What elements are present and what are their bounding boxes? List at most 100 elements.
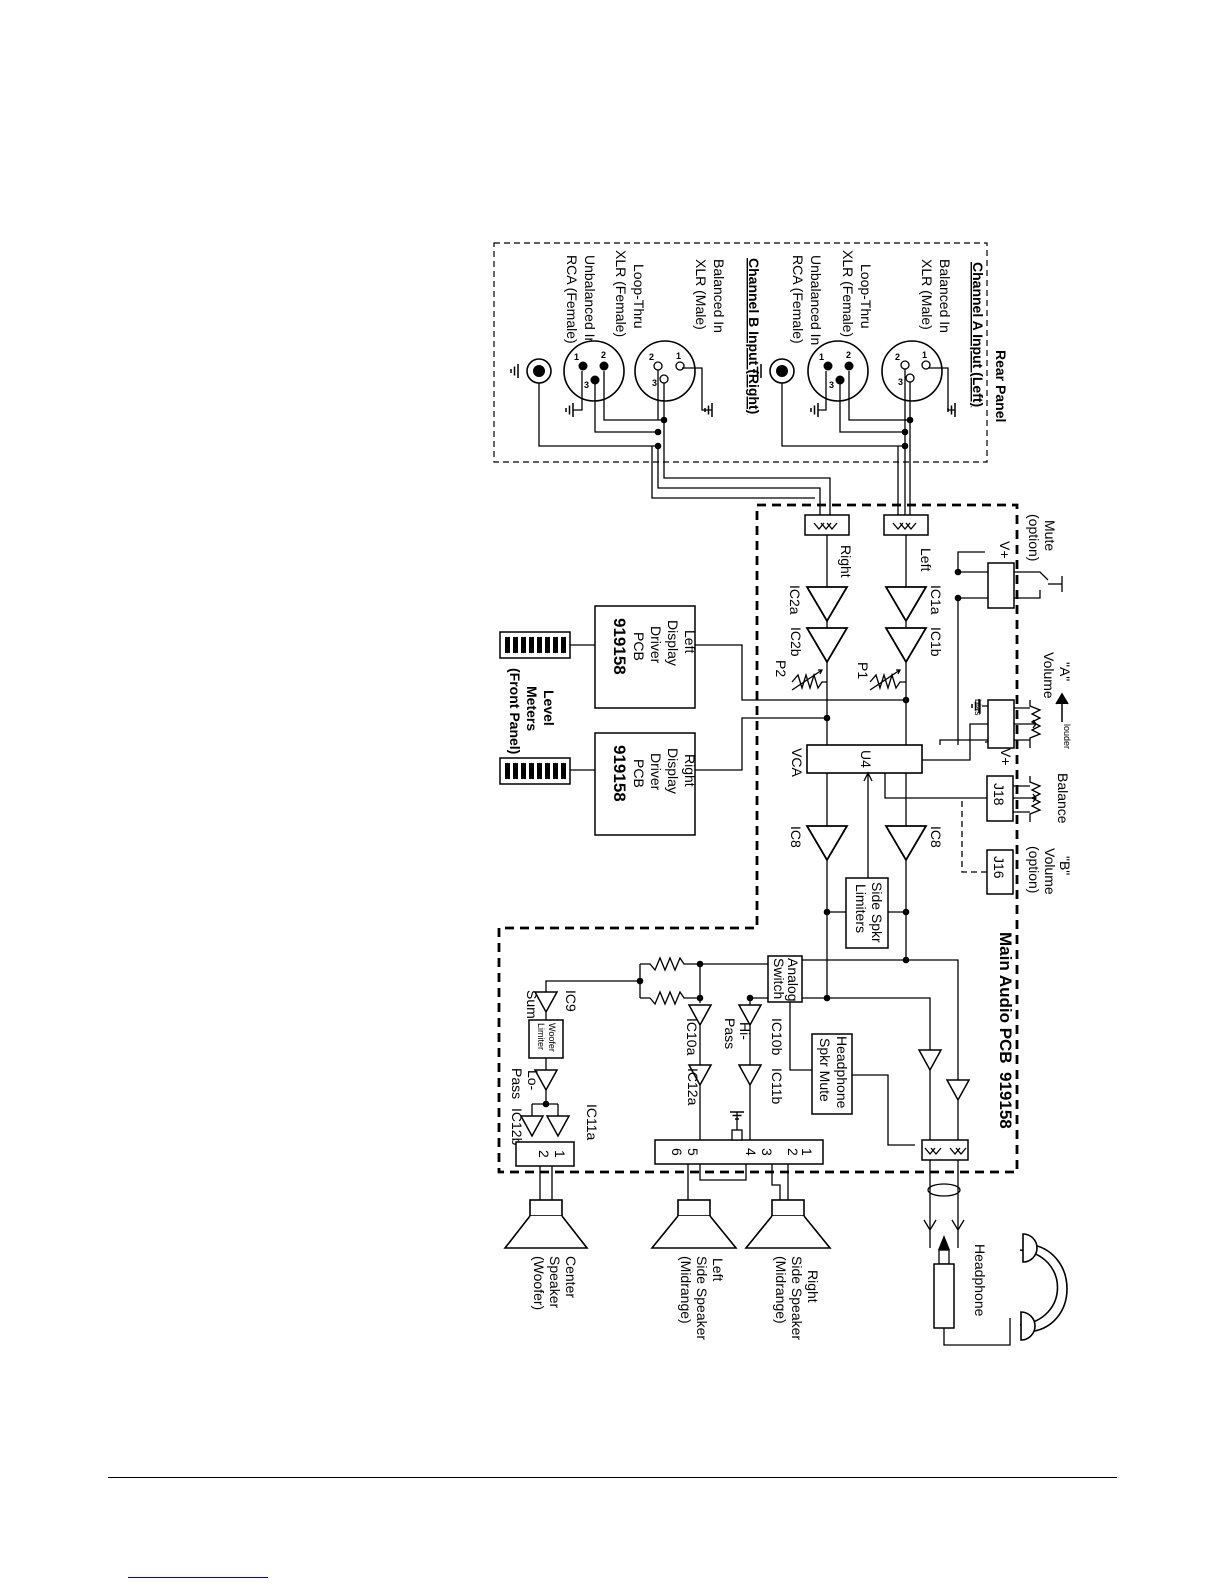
headphone-plug-icon (933, 1235, 1011, 1346)
ic8-label-right: IC8 (788, 826, 804, 848)
left-display-driver-box (594, 605, 696, 709)
mute-wiring (957, 551, 988, 745)
pin-3: 3 (759, 1148, 775, 1156)
junction-dot (954, 594, 962, 602)
left-side-speaker-label-3: (Midrange) (678, 1256, 694, 1324)
junction-dot (746, 994, 754, 1002)
woofer-speaker-icon (503, 1199, 589, 1249)
svg-text:2: 2 (649, 352, 654, 362)
svg-text:2: 2 (601, 350, 606, 360)
ic11b-amplifier (738, 1064, 762, 1086)
headphone-mute-label-2: Spkr Mute (817, 1038, 833, 1102)
volume-a-connector (987, 699, 1015, 749)
connector-pins (813, 522, 917, 587)
rear-panel-title: Rear Panel (993, 350, 1009, 422)
svg-text:3: 3 (829, 380, 834, 390)
junction-dot (902, 908, 910, 916)
headphone-label: Headphone (972, 1244, 988, 1317)
lo-pass-label-1: Lo- (525, 1070, 541, 1091)
ic8-right-amplifier (806, 825, 848, 861)
svg-text:2: 2 (895, 352, 900, 362)
summing-resistors-icon (545, 956, 700, 1006)
ic2b-amplifier (806, 627, 848, 663)
right-side-speaker-icon (744, 1199, 832, 1249)
main-pcb-title: Main Audio PCB (996, 932, 1015, 1064)
right-input-label: Right (838, 545, 854, 578)
volume-a-label-1: "A" (1057, 662, 1073, 681)
xlr-male-a-icon: 1 2 3 (881, 340, 943, 402)
a-loopthru-label-1: Loop-Thru (858, 264, 874, 329)
xlr-male-b-icon: 1 2 3 (634, 340, 696, 402)
left-driver-label-5: 919158 (610, 618, 629, 675)
louder-label: louder (1062, 724, 1072, 749)
louder-arrow-icon (1055, 692, 1069, 722)
left-input-label: Left (918, 548, 934, 571)
left-side-speaker-icon (650, 1199, 738, 1249)
rca-b-icon (526, 358, 552, 384)
left-driver-label-1: Left (682, 630, 698, 653)
input-connector-left (883, 514, 929, 536)
headphone-connector-pins (924, 1147, 967, 1156)
junction-dot (823, 908, 831, 916)
svg-text:1: 1 (574, 352, 579, 362)
j18-label: J18 (991, 783, 1007, 806)
junction-dot (654, 428, 662, 436)
woofer-limiter-label-2: Limiter (536, 1023, 546, 1050)
hi-pass-label-2: Pass (722, 1018, 738, 1049)
svg-text:3: 3 (652, 378, 657, 388)
svg-text:3: 3 (898, 377, 903, 387)
woofer-pin-2: 2 (536, 1150, 552, 1158)
sum-label: Sum (524, 990, 540, 1019)
right-driver-label-5: 919158 (610, 745, 629, 802)
left-driver-label-3: Driver (648, 626, 664, 664)
ic2a-label: IC2a (787, 585, 803, 615)
level-meters-label-1: Level (541, 690, 557, 726)
volume-b-label-2: Volume (1042, 848, 1058, 895)
right-driver-label-1: Right (682, 754, 698, 787)
a-unbalanced-label-2: RCA (Female) (790, 255, 806, 344)
ic2a-amplifier (806, 586, 848, 622)
channel-a-wiring (781, 367, 955, 515)
left-side-speaker-label-1: Left (710, 1258, 726, 1281)
svg-text:1: 1 (676, 351, 681, 361)
ic10a-label: IC10a (684, 1018, 700, 1056)
ground-icon (565, 402, 574, 418)
ic11b-label: IC11b (769, 1068, 785, 1105)
junction-dot (906, 416, 914, 424)
center-speaker-label-2: Speaker (547, 1256, 563, 1308)
b-loopthru-label-1: Loop-Thru (631, 264, 647, 329)
pin-5: 5 (685, 1148, 701, 1156)
woofer-limiter-box (528, 1019, 564, 1059)
analog-switch-box (767, 955, 803, 1003)
b-unbalanced-label-2: RCA (Female) (564, 255, 580, 344)
channel-b-wiring (538, 367, 831, 515)
right-side-speaker-label-1: Right (805, 1270, 821, 1303)
pin-4: 4 (743, 1148, 759, 1156)
left-side-speaker-label-2: Side Speaker (694, 1256, 710, 1340)
j16-connector (986, 849, 1014, 895)
a-balanced-label-1: Balanced In (937, 259, 953, 333)
ic2b-label: IC2b (788, 627, 804, 657)
svg-text:1: 1 (922, 350, 927, 360)
u4-label: U4 (858, 750, 874, 768)
vplus-mute-label: V+ (997, 541, 1013, 559)
footer-link-underline[interactable] (128, 1577, 268, 1578)
mute-label-2: (option) (1026, 514, 1042, 561)
a-loopthru-label-2: XLR (Female) (840, 250, 856, 337)
junction-dot (902, 696, 910, 704)
junction-dot (542, 1100, 550, 1108)
ic1b-amplifier (885, 627, 927, 663)
ic11a-amplifier (546, 1115, 570, 1137)
a-balanced-label-2: XLR (Male) (919, 259, 935, 330)
rca-a-icon (769, 358, 795, 384)
volume-b-label-1: "B" (1057, 856, 1073, 875)
left-driver-label-4: PCB (631, 632, 647, 661)
junction-dot (823, 994, 831, 1002)
headphone-connector (921, 1139, 969, 1161)
woofer-limiter-label-1: Woofer (547, 1023, 557, 1052)
junction-dot (902, 956, 910, 964)
volume-a-wiring (922, 700, 988, 761)
